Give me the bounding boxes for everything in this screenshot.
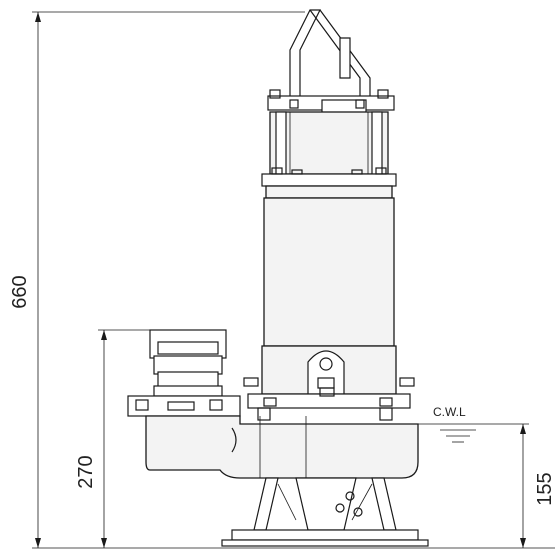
discharge-height-label: 270 [75,455,97,488]
motor-housing [263,197,395,347]
pump [127,9,429,547]
dimension-cwl-height: 155 C.W.L [418,405,555,548]
cwl-label: C.W.L [433,405,466,419]
base-plate [231,529,419,541]
mid-flange [261,173,397,187]
lifting-eye [307,350,345,395]
discharge-flange [127,395,241,417]
strainer-stand [253,477,397,531]
discharge-pipe [149,329,227,397]
lifting-handle [289,9,371,96]
upper-housing [269,111,389,175]
volute-casing [145,415,419,479]
dimension-overall-height: 660 [9,11,555,549]
main-flange [247,393,411,409]
overall-height-label: 660 [9,275,31,308]
cwl-height-label: 155 [534,472,555,505]
